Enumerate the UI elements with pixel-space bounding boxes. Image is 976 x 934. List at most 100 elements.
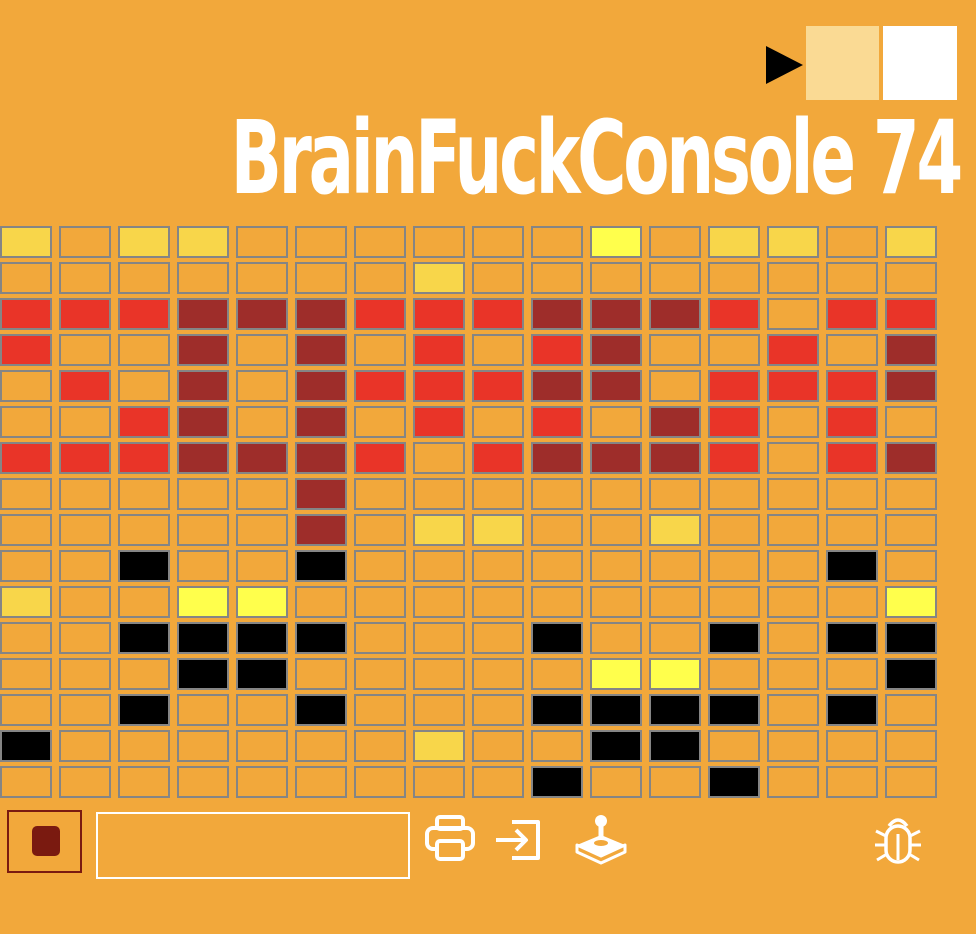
memory-cell[interactable]: [885, 262, 937, 294]
memory-cell[interactable]: [177, 586, 229, 618]
memory-cell[interactable]: [413, 694, 465, 726]
memory-cell[interactable]: [118, 694, 170, 726]
memory-cell[interactable]: [885, 622, 937, 654]
memory-cell[interactable]: [472, 766, 524, 798]
memory-cell[interactable]: [59, 658, 111, 690]
memory-cell[interactable]: [472, 586, 524, 618]
memory-cell[interactable]: [413, 550, 465, 582]
memory-cell[interactable]: [413, 514, 465, 546]
memory-cell[interactable]: [177, 262, 229, 294]
memory-cell[interactable]: [59, 622, 111, 654]
memory-cell[interactable]: [590, 586, 642, 618]
memory-cell[interactable]: [295, 298, 347, 330]
memory-cell[interactable]: [0, 370, 52, 402]
memory-cell[interactable]: [826, 334, 878, 366]
memory-cell[interactable]: [708, 334, 760, 366]
memory-cell[interactable]: [708, 766, 760, 798]
memory-cell[interactable]: [59, 550, 111, 582]
memory-cell[interactable]: [649, 622, 701, 654]
memory-cell[interactable]: [472, 262, 524, 294]
memory-cell[interactable]: [767, 262, 819, 294]
memory-cell[interactable]: [472, 370, 524, 402]
memory-cell[interactable]: [236, 622, 288, 654]
memory-cell[interactable]: [59, 406, 111, 438]
memory-cell[interactable]: [354, 694, 406, 726]
memory-cell[interactable]: [708, 298, 760, 330]
memory-cell[interactable]: [649, 766, 701, 798]
memory-cell[interactable]: [826, 550, 878, 582]
memory-cell[interactable]: [649, 262, 701, 294]
import-button[interactable]: [494, 818, 544, 862]
memory-cell[interactable]: [649, 334, 701, 366]
memory-cell[interactable]: [413, 730, 465, 762]
memory-cell[interactable]: [354, 226, 406, 258]
memory-cell[interactable]: [59, 514, 111, 546]
memory-cell[interactable]: [354, 298, 406, 330]
color-swatch-white[interactable]: [883, 26, 957, 100]
memory-cell[interactable]: [0, 226, 52, 258]
memory-cell[interactable]: [59, 442, 111, 474]
memory-cell[interactable]: [531, 334, 583, 366]
memory-cell[interactable]: [118, 766, 170, 798]
memory-cell[interactable]: [885, 694, 937, 726]
memory-cell[interactable]: [0, 658, 52, 690]
memory-cell[interactable]: [354, 370, 406, 402]
memory-cell[interactable]: [590, 478, 642, 510]
memory-cell[interactable]: [354, 514, 406, 546]
memory-cell[interactable]: [885, 550, 937, 582]
memory-cell[interactable]: [767, 622, 819, 654]
memory-cell[interactable]: [531, 766, 583, 798]
memory-cell[interactable]: [413, 478, 465, 510]
memory-cell[interactable]: [826, 622, 878, 654]
memory-cell[interactable]: [413, 370, 465, 402]
memory-cell[interactable]: [295, 694, 347, 726]
memory-cell[interactable]: [826, 406, 878, 438]
memory-cell[interactable]: [0, 730, 52, 762]
memory-cell[interactable]: [295, 442, 347, 474]
memory-cell[interactable]: [708, 694, 760, 726]
memory-cell[interactable]: [295, 658, 347, 690]
memory-cell[interactable]: [649, 406, 701, 438]
debug-button[interactable]: [872, 812, 924, 866]
memory-cell[interactable]: [354, 766, 406, 798]
memory-cell[interactable]: [236, 478, 288, 510]
memory-cell[interactable]: [0, 622, 52, 654]
memory-cell[interactable]: [472, 550, 524, 582]
memory-cell[interactable]: [885, 334, 937, 366]
memory-cell[interactable]: [649, 478, 701, 510]
memory-cell[interactable]: [472, 334, 524, 366]
memory-cell[interactable]: [649, 694, 701, 726]
memory-cell[interactable]: [59, 262, 111, 294]
memory-cell[interactable]: [59, 334, 111, 366]
stop-button[interactable]: [7, 810, 82, 873]
memory-cell[interactable]: [531, 514, 583, 546]
memory-cell[interactable]: [767, 730, 819, 762]
memory-cell[interactable]: [413, 658, 465, 690]
memory-cell[interactable]: [59, 298, 111, 330]
memory-cell[interactable]: [531, 622, 583, 654]
memory-cell[interactable]: [177, 442, 229, 474]
memory-cell[interactable]: [295, 406, 347, 438]
memory-cell[interactable]: [177, 370, 229, 402]
memory-cell[interactable]: [649, 586, 701, 618]
memory-cell[interactable]: [354, 478, 406, 510]
memory-cell[interactable]: [177, 478, 229, 510]
memory-cell[interactable]: [590, 406, 642, 438]
memory-cell[interactable]: [826, 514, 878, 546]
memory-cell[interactable]: [885, 370, 937, 402]
memory-cell[interactable]: [413, 334, 465, 366]
memory-cell[interactable]: [59, 694, 111, 726]
memory-cell[interactable]: [885, 514, 937, 546]
memory-cell[interactable]: [177, 334, 229, 366]
memory-cell[interactable]: [885, 658, 937, 690]
memory-cell[interactable]: [590, 550, 642, 582]
memory-cell[interactable]: [472, 406, 524, 438]
memory-cell[interactable]: [708, 262, 760, 294]
memory-cell[interactable]: [177, 658, 229, 690]
memory-cell[interactable]: [236, 442, 288, 474]
memory-cell[interactable]: [59, 766, 111, 798]
memory-cell[interactable]: [354, 442, 406, 474]
memory-cell[interactable]: [118, 262, 170, 294]
memory-cell[interactable]: [177, 550, 229, 582]
memory-cell[interactable]: [295, 766, 347, 798]
